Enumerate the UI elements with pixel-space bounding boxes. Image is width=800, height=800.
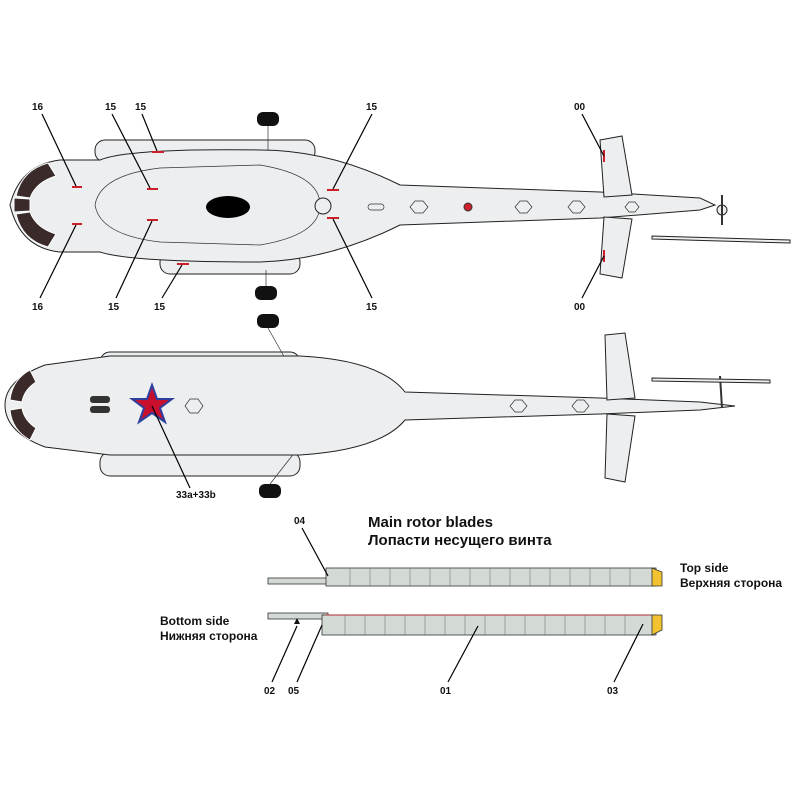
callout-16-lower: 16 bbox=[32, 302, 44, 313]
upper-wheel bbox=[257, 112, 279, 126]
bottom-wheel-upper bbox=[257, 314, 279, 328]
lower-wheel bbox=[255, 286, 277, 300]
callout-05: 05 bbox=[288, 686, 300, 697]
anti-collision-light bbox=[463, 202, 473, 212]
fuselage-bottom bbox=[4, 355, 736, 456]
bottom-stabilizer-upper bbox=[604, 332, 636, 401]
callout-15-upper-c: 15 bbox=[366, 102, 378, 113]
bottom-wheel-lower bbox=[259, 484, 281, 498]
bottom-side-ru: Нижняя сторона bbox=[160, 629, 258, 643]
callout-00-upper: 00 bbox=[574, 102, 586, 113]
bottom-glazing bbox=[9, 369, 37, 441]
top-view bbox=[9, 112, 791, 300]
bottom-stabilizer-lower bbox=[604, 413, 636, 483]
upper-stabilizer bbox=[599, 135, 633, 198]
callout-00-lower: 00 bbox=[574, 302, 586, 313]
callout-03: 03 bbox=[607, 686, 619, 697]
lower-stabilizer bbox=[599, 216, 633, 279]
callout-33a-33b: 33a+33b bbox=[176, 490, 216, 501]
fuselage-top bbox=[9, 149, 717, 263]
callout-15-upper-b: 15 bbox=[135, 102, 147, 113]
callout-15-lower-a: 15 bbox=[108, 302, 120, 313]
blade-top-side bbox=[267, 567, 663, 587]
cockpit-glazing bbox=[13, 162, 57, 248]
callout-04: 04 bbox=[294, 516, 306, 527]
blades-title-ru: Лопасти несущего винта bbox=[368, 532, 552, 549]
bottom-tank-lower bbox=[99, 451, 301, 477]
callout-16-upper: 16 bbox=[32, 102, 44, 113]
bottom-side-en: Bottom side bbox=[160, 614, 230, 628]
top-side-en: Top side bbox=[680, 561, 729, 575]
callout-15-lower-b: 15 bbox=[154, 302, 166, 313]
rotor-blades-section: Main rotor blades Лопасти несущего винта… bbox=[160, 514, 782, 697]
bottom-view bbox=[4, 314, 771, 498]
top-view-callouts: 16 15 15 15 00 16 15 15 15 00 bbox=[32, 102, 605, 313]
blades-title-en: Main rotor blades bbox=[368, 514, 493, 531]
callout-02: 02 bbox=[264, 686, 276, 697]
callout-15-upper-a: 15 bbox=[105, 102, 117, 113]
callout-01: 01 bbox=[440, 686, 452, 697]
red-star-decal bbox=[129, 382, 175, 425]
top-side-ru: Верхняя сторона bbox=[680, 576, 782, 590]
engine-intake bbox=[206, 196, 250, 218]
blade-bottom-side bbox=[267, 612, 663, 636]
callout-15-lower-c: 15 bbox=[366, 302, 378, 313]
